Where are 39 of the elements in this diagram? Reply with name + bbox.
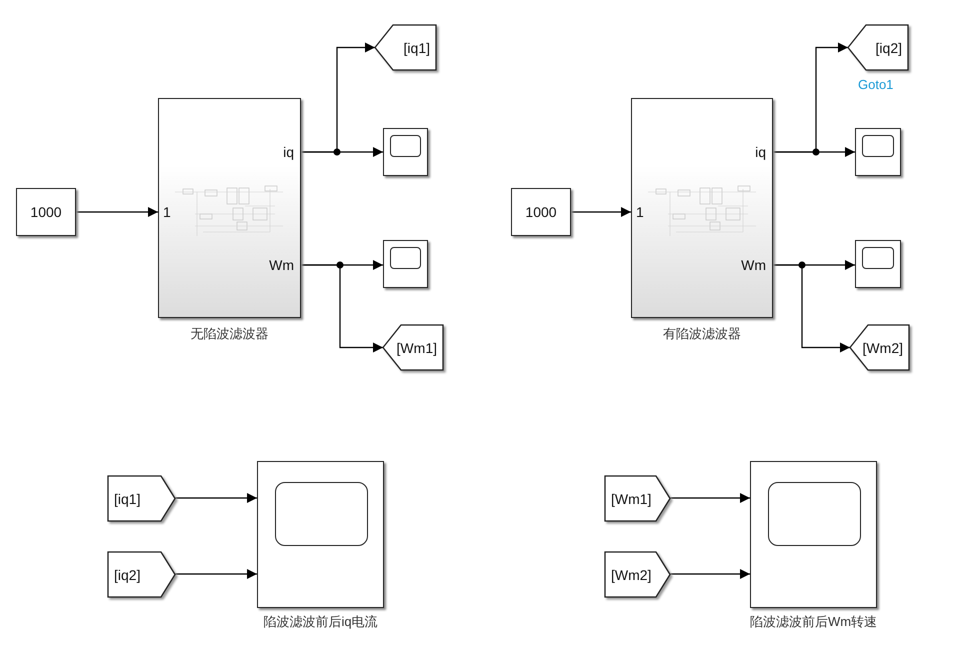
signal-arrow	[175, 493, 257, 503]
constant-block: 1000	[511, 188, 571, 236]
block-name: 陷波滤波前后Wm转速	[748, 614, 878, 630]
goto-tag: [iq1]	[375, 25, 436, 70]
signal-arrow	[76, 207, 158, 217]
block-name: 无陷波滤波器	[190, 326, 270, 342]
signal-arrow	[773, 147, 855, 157]
block-name: Goto1	[858, 77, 894, 93]
scope-block	[750, 461, 877, 608]
port-label: iq	[755, 144, 766, 160]
port-label: 1	[163, 204, 171, 220]
from-tag: [Wm1]	[605, 476, 670, 521]
port-label: Wm	[741, 257, 766, 273]
signal-arrow	[670, 493, 750, 503]
scope-block	[855, 240, 901, 288]
port-label: Wm	[269, 257, 294, 273]
port-label: iq	[283, 144, 294, 160]
block-name: 有陷波滤波器	[662, 326, 742, 342]
from-tag: [iq2]	[108, 552, 175, 597]
scope-block	[855, 128, 901, 176]
scope-block	[383, 128, 428, 176]
constant-block: 1000	[16, 188, 76, 236]
goto-tag: [Wm2]	[850, 325, 909, 370]
goto-tag: [iq2]	[848, 25, 908, 70]
scope-block	[383, 240, 428, 288]
from-tag: [iq1]	[108, 476, 175, 521]
signal-arrow	[670, 569, 750, 579]
signal-arrow	[301, 147, 383, 157]
goto-tag: [Wm1]	[383, 325, 443, 370]
port-label: 1	[636, 204, 644, 220]
signal-arrow	[301, 264, 383, 352]
from-tag: [Wm2]	[605, 552, 670, 597]
scope-block	[257, 461, 384, 608]
subsystem-block	[158, 98, 301, 318]
subsystem-block	[631, 98, 773, 318]
signal-arrow	[571, 207, 631, 217]
signal-arrow	[175, 569, 257, 579]
signal-arrow	[773, 264, 850, 352]
block-name: 陷波滤波前后iq电流	[262, 614, 379, 630]
